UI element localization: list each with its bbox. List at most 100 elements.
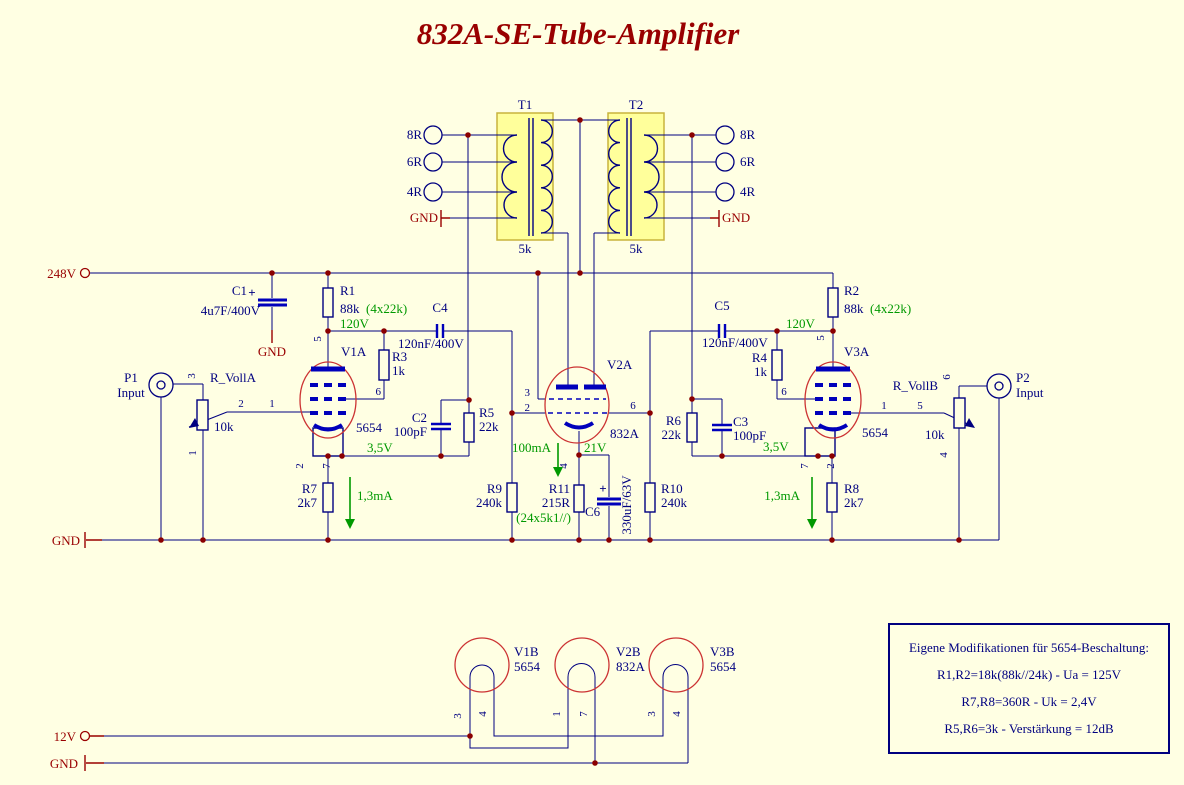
pot-b-name: R_VollB [893, 378, 939, 393]
resistor-r10 [644, 482, 656, 513]
c6-name: C6 [585, 504, 601, 519]
r2-node-voltage: 120V [786, 316, 816, 331]
v3b-pin-a: 3 [646, 711, 658, 717]
r1-node-voltage: 120V [340, 316, 370, 331]
v1a-grids [310, 383, 346, 415]
v1a-pin-screen: 6 [376, 386, 382, 398]
transformer-core-lines [528, 118, 632, 236]
v2b-envelope [554, 637, 610, 693]
pot-a-body [196, 399, 209, 431]
c3-value: 100pF [733, 428, 766, 443]
notes-line2: R1,R2=18k(88k//24k) - Ua = 125V [937, 667, 1122, 682]
c1-value: 4u7F/400V [201, 303, 261, 318]
pot-a-pin-bottom: 1 [187, 450, 199, 456]
resistor-r4 [771, 349, 783, 381]
r4-name: R4 [752, 350, 768, 365]
r5-name: R5 [479, 405, 494, 420]
v3a-grids [815, 383, 851, 415]
t2-label: T2 [629, 97, 643, 112]
p2-jack-pin [994, 381, 1004, 391]
v2a-pin-grid-b: 6 [630, 400, 636, 412]
t1-label: T1 [518, 97, 532, 112]
transformer-bodies [496, 112, 665, 241]
pot-a-pin-top: 3 [186, 373, 198, 379]
r11-value: 215R [542, 495, 571, 510]
notes-line4: R5,R6=3k - Verstärkung = 12dB [944, 721, 1114, 736]
v3b-type: 5654 [710, 659, 737, 674]
p1-name: P1 [124, 370, 138, 385]
r8-name: R8 [844, 481, 859, 496]
c1-gnd-label: GND [258, 344, 286, 359]
pot-a-value: 10k [214, 419, 234, 434]
c6-plates [597, 497, 621, 506]
r8-value: 2k7 [844, 495, 864, 510]
v1b-pin-a: 3 [452, 713, 464, 719]
resistor-r11 [573, 484, 585, 513]
v2a-cathode-voltage: 21V [584, 440, 607, 455]
c1-name: C1 [232, 283, 247, 298]
c3-name: C3 [733, 414, 748, 429]
pot-a-wiper-arrow [189, 418, 199, 428]
v3a-base [804, 427, 836, 457]
v2a-current-label: 100mA [512, 440, 552, 455]
t2-6r-terminal [715, 152, 735, 172]
c4-name: C4 [432, 300, 448, 315]
resistor-r2 [827, 287, 839, 318]
r5-value: 22k [479, 419, 499, 434]
v3a-pin-screen: 6 [781, 386, 787, 398]
v1b-name: V1B [514, 644, 539, 659]
r11-note: (24x5k1//) [516, 510, 571, 525]
r2-name: R2 [844, 283, 859, 298]
transformer-t1-body [496, 112, 554, 241]
c2-name: C2 [412, 410, 427, 425]
r1-value: 88k [340, 301, 360, 316]
current-arrows [345, 443, 817, 529]
t2-primary-coil [608, 119, 621, 234]
v1a-base [312, 427, 344, 457]
transformer-t2-body [607, 112, 665, 241]
junction-dots [158, 117, 962, 766]
v2a-envelope [544, 366, 610, 444]
r3-value: 1k [392, 363, 406, 378]
v1a-envelope [299, 361, 357, 439]
v3a-name: V3A [844, 344, 870, 359]
pot-b-pin-bottom: 4 [938, 452, 950, 458]
notes-line3: R7,R8=360R - Uk = 2,4V [961, 694, 1097, 709]
v3a-pin-anode: 5 [815, 335, 827, 341]
tube-internals [310, 366, 851, 432]
c1-polarity: + [248, 285, 255, 300]
pot-a-name: R_VollA [210, 370, 257, 385]
heater-supply-terminal [79, 730, 91, 742]
tap-right-8r: 8R [740, 127, 756, 142]
c5-value: 120nF/400V [702, 335, 768, 350]
tap-left-6r: 6R [407, 154, 423, 169]
gnd-main-label: GND [52, 533, 80, 548]
c6-value: 330uF/63V [619, 475, 634, 535]
tap-right-6r: 6R [740, 154, 756, 169]
resistor-r9 [506, 482, 518, 513]
t1-primary-coil [540, 119, 553, 234]
c3-plates [712, 423, 732, 432]
r6-value: 22k [662, 427, 682, 442]
pot-b-pin-wiper: 5 [917, 400, 923, 412]
v2a-grids [548, 398, 607, 414]
t1-secondary-coil [501, 134, 518, 219]
v1a-type: 5654 [356, 420, 383, 435]
v2b-name: V2B [616, 644, 641, 659]
r9-value: 240k [476, 495, 503, 510]
r6-name: R6 [666, 413, 682, 428]
p1-label: Input [117, 385, 145, 400]
v1a-pin-k1: 2 [294, 463, 306, 469]
component-bodies [189, 287, 975, 513]
resistor-r3 [378, 349, 390, 381]
p2-label: Input [1016, 385, 1044, 400]
ground-marks [84, 210, 720, 771]
r10-value: 240k [661, 495, 688, 510]
v2a-pin-grid-a: 2 [525, 402, 531, 414]
v3a-cathode [817, 423, 849, 432]
c6-polarity: + [599, 481, 606, 496]
r4-value: 1k [754, 364, 768, 379]
v2a-pin-cathode: 4 [558, 463, 570, 469]
